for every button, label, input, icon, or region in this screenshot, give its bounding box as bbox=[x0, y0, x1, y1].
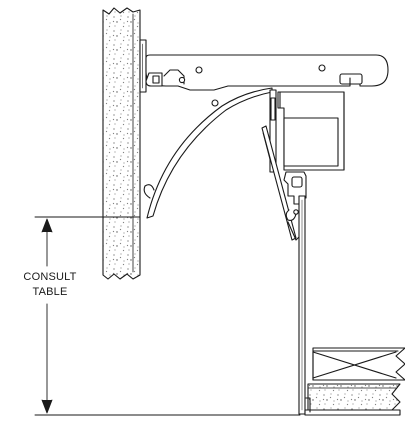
top-left-clip bbox=[146, 70, 185, 86]
top-panel bbox=[146, 55, 388, 90]
dimension-label-line2: TABLE bbox=[14, 285, 86, 299]
table-section bbox=[305, 348, 405, 415]
dimension-arrow-bottom bbox=[42, 400, 52, 413]
dimension-arrow-top bbox=[42, 219, 52, 232]
wall-section bbox=[103, 8, 140, 279]
curved-blade bbox=[144, 88, 272, 218]
wall-cleat bbox=[140, 40, 146, 92]
front-panel bbox=[299, 196, 305, 414]
housing-box bbox=[278, 92, 344, 170]
dimension bbox=[35, 217, 300, 415]
dimension-label-line1: CONSULT bbox=[14, 270, 86, 284]
